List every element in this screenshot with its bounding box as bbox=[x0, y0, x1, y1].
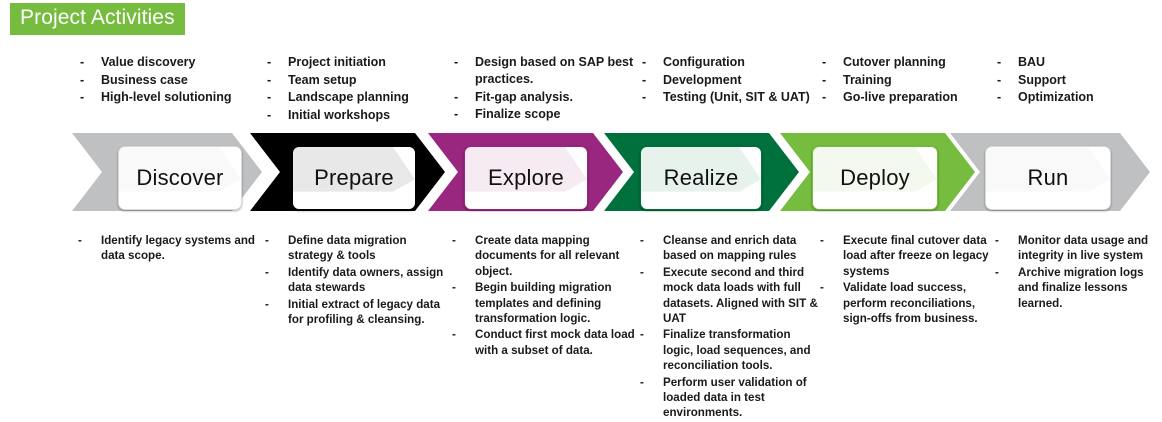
data-tasks-column-explore: Create data mapping documents for all re… bbox=[452, 233, 637, 359]
data-tasks-list: Identify legacy systems and data scope. bbox=[78, 233, 263, 264]
phase-box-discover[interactable]: Discover bbox=[118, 146, 242, 210]
activities-list: Design based on SAP best practices.Fit-g… bbox=[452, 54, 637, 123]
data-task-item: Cleanse and enrich data based on mapping… bbox=[640, 233, 818, 264]
activity-item: Training bbox=[820, 72, 992, 89]
activities-list: BAUSupportOptimization bbox=[995, 54, 1160, 106]
activity-item: Team setup bbox=[265, 72, 445, 89]
activity-item: Go-live preparation bbox=[820, 89, 992, 106]
data-tasks-column-run: Monitor data usage and integrity in live… bbox=[995, 233, 1160, 312]
phase-name: Run bbox=[1027, 165, 1069, 190]
phase-box-watermark bbox=[641, 147, 761, 209]
activity-item: Design based on SAP best practices. bbox=[452, 54, 637, 88]
activity-item: Configuration bbox=[640, 54, 818, 71]
data-task-item: Monitor data usage and integrity in live… bbox=[995, 233, 1160, 264]
activities-list: Cutover planningTrainingGo-live preparat… bbox=[820, 54, 992, 106]
activities-column-discover: Value discoveryBusiness caseHigh-level s… bbox=[78, 54, 263, 107]
phase-box-prepare[interactable]: Prepare bbox=[292, 146, 416, 210]
activity-item: Optimization bbox=[995, 89, 1160, 106]
phase-box-run[interactable]: Run bbox=[985, 146, 1111, 210]
data-tasks-list: Create data mapping documents for all re… bbox=[452, 233, 637, 358]
activities-column-deploy: Cutover planningTrainingGo-live preparat… bbox=[820, 54, 992, 107]
activity-item: Business case bbox=[78, 72, 263, 89]
data-task-item: Conduct first mock data load with a subs… bbox=[452, 327, 637, 358]
data-task-item: Finalize transformation logic, load sequ… bbox=[640, 327, 818, 373]
data-tasks-column-prepare: Define data migration strategy & toolsId… bbox=[265, 233, 445, 328]
data-task-item: Execute final cutover data load after fr… bbox=[820, 233, 992, 279]
activity-item: Support bbox=[995, 72, 1160, 89]
data-task-item: Perform user validation of loaded data i… bbox=[640, 375, 818, 421]
phase-name: Realize bbox=[663, 165, 739, 190]
phase-box-watermark bbox=[465, 147, 587, 209]
phase-box-realize[interactable]: Realize bbox=[640, 146, 762, 210]
phase-box-watermark bbox=[986, 147, 1110, 209]
data-task-item: Validate load success, perform reconcili… bbox=[820, 280, 992, 326]
data-task-item: Create data mapping documents for all re… bbox=[452, 233, 637, 279]
activity-item: Fit-gap analysis. bbox=[452, 89, 637, 106]
data-tasks-column-discover: Identify legacy systems and data scope. bbox=[78, 233, 263, 265]
data-tasks-list: Monitor data usage and integrity in live… bbox=[995, 233, 1160, 311]
data-task-item: Archive migration logs and finalize less… bbox=[995, 265, 1160, 311]
activities-list: ConfigurationDevelopmentTesting (Unit, S… bbox=[640, 54, 818, 106]
phase-name: Discover bbox=[136, 165, 224, 190]
activities-column-run: BAUSupportOptimization bbox=[995, 54, 1160, 107]
page-title: Project Activities bbox=[10, 3, 185, 35]
phase-name: Deploy bbox=[840, 165, 910, 190]
data-tasks-column-realize: Cleanse and enrich data based on mapping… bbox=[640, 233, 818, 422]
activity-item: Finalize scope bbox=[452, 106, 637, 123]
phase-box-watermark bbox=[119, 147, 241, 209]
activity-item: Initial workshops bbox=[265, 107, 445, 124]
phase-name: Prepare bbox=[314, 165, 394, 190]
phase-box-watermark bbox=[293, 147, 415, 209]
activity-item: Cutover planning bbox=[820, 54, 992, 71]
phase-box-deploy[interactable]: Deploy bbox=[812, 146, 938, 210]
activities-list: Value discoveryBusiness caseHigh-level s… bbox=[78, 54, 263, 106]
data-tasks-list: Cleanse and enrich data based on mapping… bbox=[640, 233, 818, 421]
data-task-item: Define data migration strategy & tools bbox=[265, 233, 445, 264]
activity-item: Landscape planning bbox=[265, 89, 445, 106]
activity-item: Development bbox=[640, 72, 818, 89]
data-task-item: Execute second and third mock data loads… bbox=[640, 265, 818, 327]
phase-box-watermark bbox=[813, 147, 937, 209]
activity-item: High-level solutioning bbox=[78, 89, 263, 106]
activities-column-prepare: Project initiationTeam setupLandscape pl… bbox=[265, 54, 445, 124]
activities-column-realize: ConfigurationDevelopmentTesting (Unit, S… bbox=[640, 54, 818, 107]
activity-item: Project initiation bbox=[265, 54, 445, 71]
data-task-item: Identify data owners, assign data stewar… bbox=[265, 265, 445, 296]
data-tasks-list: Execute final cutover data load after fr… bbox=[820, 233, 992, 326]
activity-item: Value discovery bbox=[78, 54, 263, 71]
data-tasks-column-deploy: Execute final cutover data load after fr… bbox=[820, 233, 992, 327]
phase-box-explore[interactable]: Explore bbox=[464, 146, 588, 210]
phase-name: Explore bbox=[488, 165, 564, 190]
activity-item: Testing (Unit, SIT & UAT) bbox=[640, 89, 818, 106]
activities-column-explore: Design based on SAP best practices.Fit-g… bbox=[452, 54, 637, 124]
activities-list: Project initiationTeam setupLandscape pl… bbox=[265, 54, 445, 124]
data-tasks-list: Define data migration strategy & toolsId… bbox=[265, 233, 445, 327]
data-task-item: Identify legacy systems and data scope. bbox=[78, 233, 263, 264]
activity-item: BAU bbox=[995, 54, 1160, 71]
data-task-item: Begin building migration templates and d… bbox=[452, 280, 637, 326]
data-task-item: Initial extract of legacy data for profi… bbox=[265, 297, 445, 328]
